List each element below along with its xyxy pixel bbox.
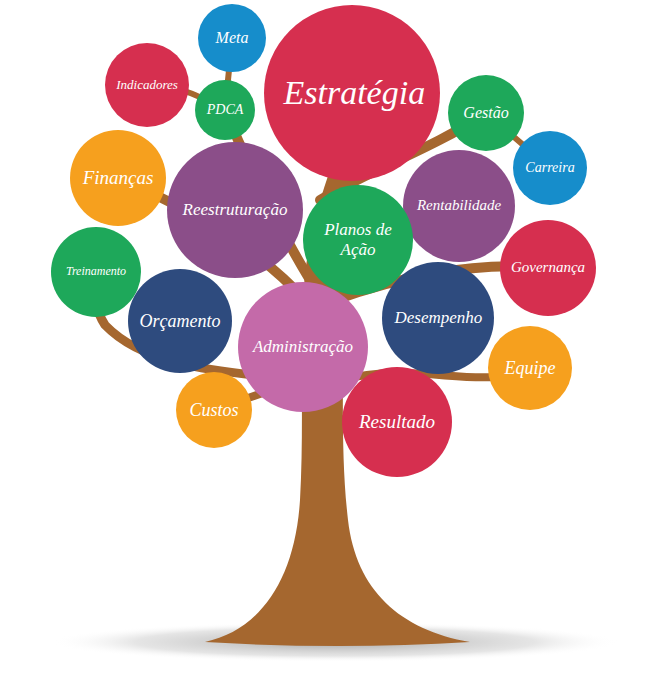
circle-label: Desempenho: [395, 308, 482, 328]
circle-label: Treinamento: [66, 265, 126, 279]
circle-fill: [403, 150, 515, 262]
circle-fill: [128, 269, 232, 373]
circle-fill: [513, 131, 587, 205]
tree-circle: Gestão: [448, 75, 524, 151]
tree-circle: Estratégia: [264, 5, 440, 181]
tree-circle: Reestruturação: [167, 142, 303, 278]
circle-label: Orçamento: [140, 311, 221, 332]
circle-label: Meta: [216, 29, 249, 47]
circle-fill: [488, 326, 572, 410]
circle-label: Resultado: [359, 411, 435, 433]
circle-fill: [342, 367, 452, 477]
tree-circle: Resultado: [342, 367, 452, 477]
circle-label: Planos de Ação: [315, 220, 401, 259]
circle-fill: [176, 372, 252, 448]
tree-circle: Equipe: [488, 326, 572, 410]
circle-fill: [382, 262, 494, 374]
tree-circle: Desempenho: [382, 262, 494, 374]
circle-label: Gestão: [463, 104, 508, 122]
circle-label: Administração: [253, 337, 353, 357]
circle-label: Governança: [511, 259, 585, 276]
circle-label: Equipe: [505, 358, 556, 379]
circle-fill: [264, 5, 440, 181]
circle-label: PDCA: [207, 102, 244, 118]
circle-fill: [198, 4, 266, 72]
tree-circle: Indicadores: [105, 43, 189, 127]
tree-branches: [95, 40, 550, 422]
tree-circle: Finanças: [70, 130, 166, 226]
tree-circle: Carreira: [513, 131, 587, 205]
circle-fill: [51, 227, 141, 317]
circle-label: Finanças: [83, 167, 154, 189]
tree-circle: PDCA: [195, 80, 255, 140]
tree-circle: Treinamento: [51, 227, 141, 317]
circle-fill: [195, 80, 255, 140]
tree-circle: Rentabilidade: [403, 150, 515, 262]
tree-circle: Administração: [238, 282, 368, 412]
circle-fill: [105, 43, 189, 127]
circle-label: Indicadores: [116, 78, 178, 93]
circle-label: Custos: [189, 400, 238, 421]
tree-circle: Meta: [198, 4, 266, 72]
circle-label: Carreira: [525, 160, 574, 176]
circle-fill: [167, 142, 303, 278]
tree-circle: Custos: [176, 372, 252, 448]
circle-label: Reestruturação: [183, 200, 288, 220]
circle-label: Rentabilidade: [417, 197, 501, 214]
tree-circle: Governança: [500, 220, 596, 316]
circle-label: Estratégia: [284, 73, 421, 112]
circle-fill: [303, 185, 413, 295]
tree-circle: Planos de Ação: [303, 185, 413, 295]
circle-fill: [70, 130, 166, 226]
tree-circle: Orçamento: [128, 269, 232, 373]
circle-fill: [238, 282, 368, 412]
circle-fill: [500, 220, 596, 316]
circle-fill: [448, 75, 524, 151]
